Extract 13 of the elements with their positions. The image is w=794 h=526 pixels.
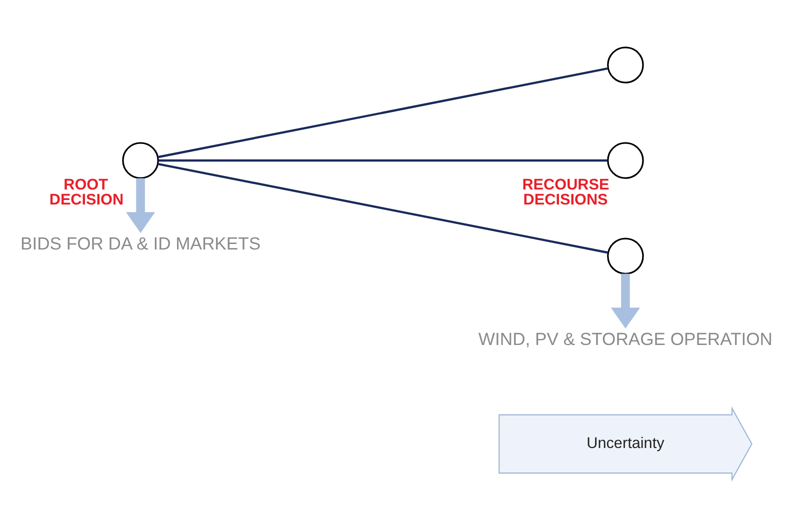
node-circle [607, 142, 644, 178]
node-circle [607, 46, 644, 83]
node-label: RECOURSE DECISIONS [522, 176, 610, 208]
node-text: BIDS FOR DA & ID MARKETS [20, 232, 261, 253]
node-label: ROOT DECISION [49, 176, 124, 208]
node-circle [122, 142, 159, 178]
connector [158, 162, 608, 254]
node-circle [607, 237, 644, 274]
arrow [610, 273, 640, 328]
connector [158, 66, 608, 158]
arrow [126, 178, 156, 232]
node-text: WIND, PV & STORAGE OPERATION [478, 328, 772, 348]
connector [158, 158, 608, 162]
